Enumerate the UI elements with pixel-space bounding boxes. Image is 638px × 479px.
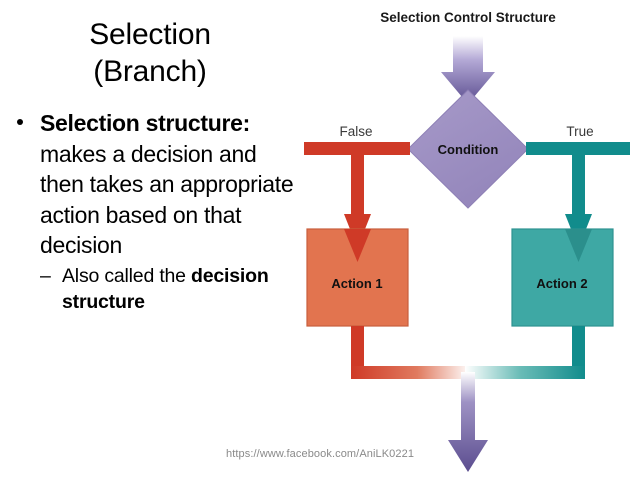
watermark-text: https://www.facebook.com/AniLK0221 (226, 448, 415, 460)
list-item-sub-strong: decision structure (62, 264, 269, 313)
slide-text-column: Selection (Branch) Selection structure: … (0, 0, 300, 479)
diagram-title: Selection Control Structure (380, 10, 556, 25)
selection-control-structure-diagram: Selection Control Structure Condition Fa… (296, 0, 638, 479)
exit-arrow-icon (448, 372, 488, 472)
page-title-line-2: (Branch) (93, 55, 207, 88)
bullet-dot-icon (17, 119, 23, 125)
list-item-lead: Selection structure: (40, 110, 250, 136)
list-item-sub: – Also called the decision structure (8, 263, 298, 315)
merge-connector (351, 326, 585, 379)
action-left-label: Action 1 (331, 276, 382, 291)
action-right-label: Action 2 (536, 276, 587, 291)
decision-node: Condition (407, 89, 529, 209)
list-item-sub-text: Also called the (62, 264, 192, 287)
true-label: True (566, 124, 593, 139)
page-title-line-1: Selection (89, 18, 211, 51)
decision-label: Condition (438, 142, 499, 157)
list-item: Selection structure: makes a decision an… (8, 108, 298, 261)
action-left-node: Action 1 (306, 228, 409, 327)
list-item-body: makes a decision and then takes an appro… (40, 140, 294, 259)
false-label: False (339, 124, 372, 139)
true-branch-connector (526, 142, 630, 248)
page-title: Selection (Branch) (0, 16, 300, 90)
action-right-node: Action 2 (511, 228, 614, 327)
bullet-dash-icon: – (40, 264, 51, 287)
entry-arrow-icon (441, 36, 495, 104)
bullet-list: Selection structure: makes a decision an… (8, 108, 298, 315)
